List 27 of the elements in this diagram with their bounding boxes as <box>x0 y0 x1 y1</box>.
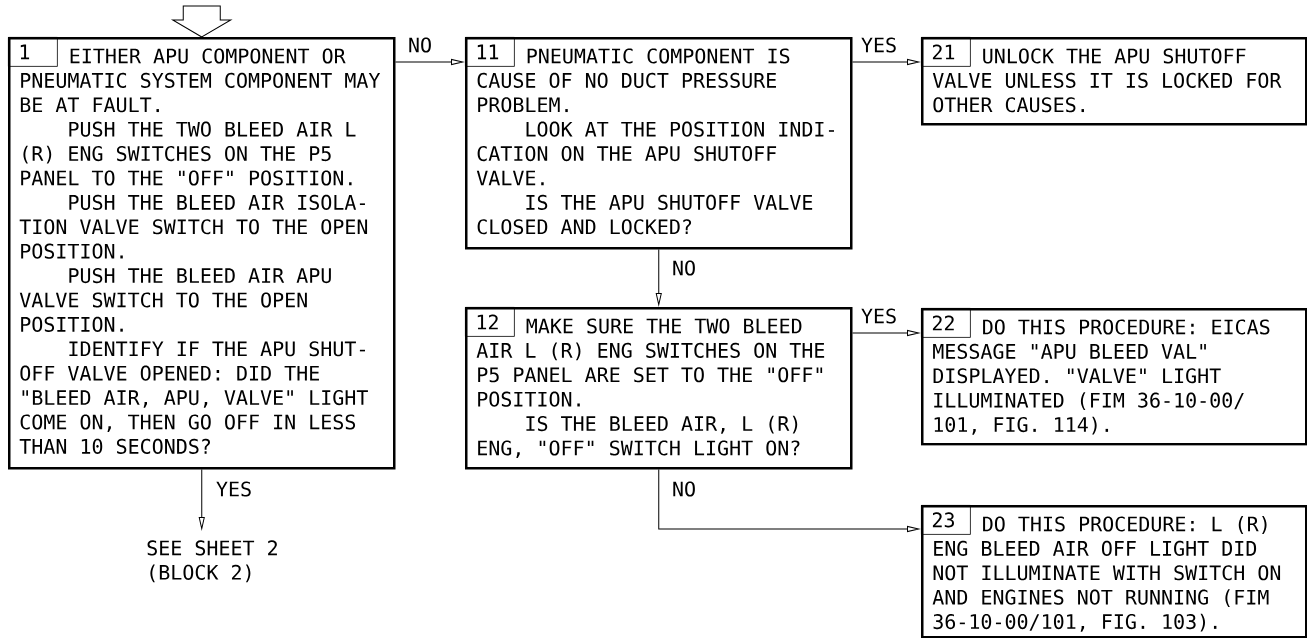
node-label: PUSH THE BLEED AIR ISOLA- TION VALVE SWITCH TO THE OPEN POSITION. <box>19 194 368 259</box>
node-label: BE AT FAULT. <box>20 97 159 113</box>
node-label: EITHER APU COMPONENT OR <box>70 48 346 64</box>
step-number: 12 <box>465 307 515 337</box>
block-arrow <box>172 5 232 38</box>
edge-label: YES <box>214 480 254 498</box>
arrow <box>852 330 920 337</box>
node-label: PNEUMATIC SYSTEM COMPONENT MAY <box>21 72 381 88</box>
reference-text: SEE SHEET 2 (BLOCK 2) <box>147 540 277 583</box>
arrow <box>395 59 464 65</box>
edge-label: YES <box>859 36 899 54</box>
node-label: PUSH THE BLEED AIR APU VALVE SWITCH TO THE OPEN POSITION. <box>19 268 331 332</box>
arrow <box>655 249 662 306</box>
edge-label: YES <box>859 307 899 325</box>
node-label: IDENTIFY IF THE APU SHUT- OFF VALVE OPENED: DID THE "BLEED AIR, APU, VALVE" LIGHT COME ON, THEN GO OFF IN LESS THAN 10 SECONDS? <box>19 341 368 454</box>
step-number: 22 <box>921 308 971 338</box>
arrow <box>198 469 205 530</box>
edge-label: NO <box>406 36 434 54</box>
step-number: 11 <box>465 37 515 67</box>
step-number: 21 <box>921 37 971 67</box>
edge-label: NO <box>670 259 698 277</box>
arrow <box>658 469 920 533</box>
step-number: 1 <box>8 37 58 67</box>
arrow <box>852 59 920 65</box>
step-number: 23 <box>921 505 971 535</box>
node-label: PUSH THE TWO BLEED AIR L (R) ENG SWITCHES ON THE P5 PANEL TO THE "OFF" POSITION. <box>21 121 356 186</box>
edge-label: NO <box>670 480 698 498</box>
